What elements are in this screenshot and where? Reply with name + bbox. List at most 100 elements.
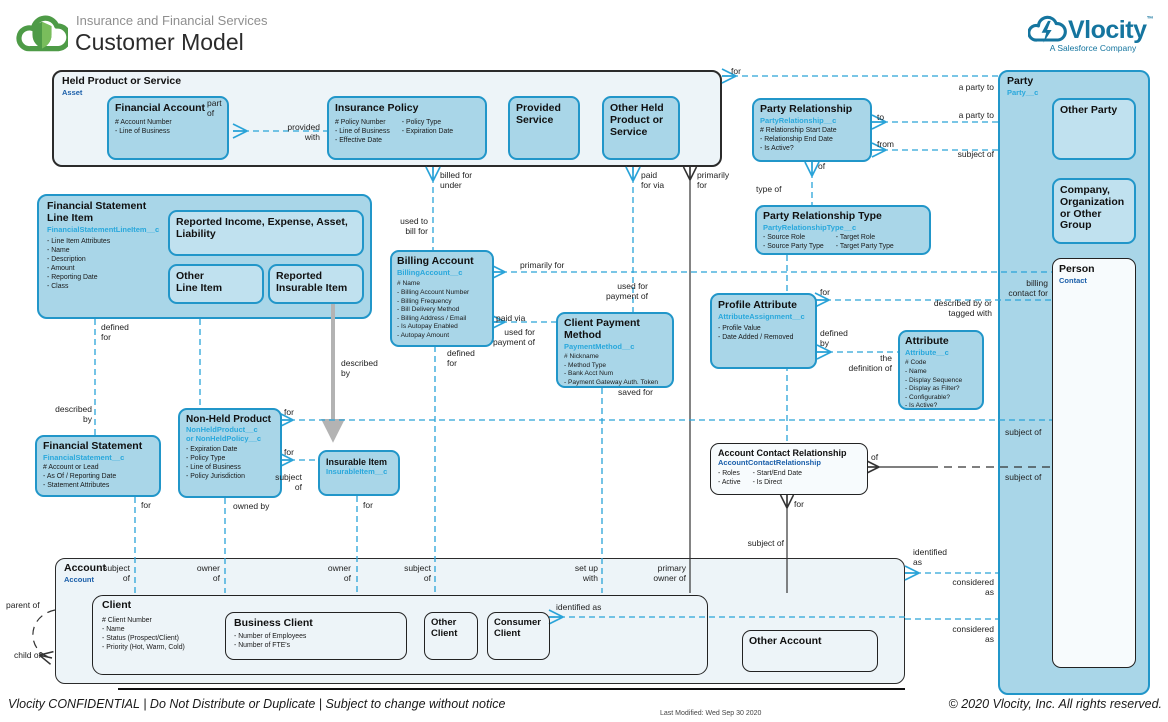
- container-subtitle: Party__c: [1007, 87, 1039, 97]
- entity-title: Other Line Item: [176, 270, 223, 294]
- entity-title: Reported Income, Expense, Asset, Liabili…: [176, 216, 348, 240]
- attribute-item: - Policy Type: [186, 455, 226, 463]
- entity-title: Provided Service: [516, 102, 561, 126]
- entity-title: Client Payment Method: [564, 317, 640, 341]
- attribute-item: - Date Added / Removed: [718, 334, 794, 342]
- attribute-item: - Autopay Amount: [397, 331, 450, 339]
- connector-label: owner of: [196, 563, 220, 584]
- brand-tagline: A Salesforce Company: [1049, 43, 1137, 53]
- connector-label: the definition of: [848, 353, 892, 374]
- connector-label: described by: [341, 358, 378, 379]
- connector-label: part of: [207, 98, 222, 119]
- connector-label: owned by: [233, 501, 270, 511]
- entity-subtitle: InsurableItem__c: [326, 467, 388, 477]
- attribute-item: # Client Number: [102, 616, 152, 624]
- attribute-item: - Is Direct: [752, 478, 783, 486]
- attribute-item: - Name: [905, 367, 927, 375]
- attribute-list: - Start/End Date- Is Direct: [753, 470, 802, 488]
- connector-label: a party to: [958, 82, 994, 92]
- attribute-item: - Bank Acct Num: [564, 370, 614, 378]
- entity-title: Reported Insurable Item: [276, 270, 348, 294]
- attribute-item: - Number of Employees: [234, 632, 307, 640]
- container-subtitle: FinancialStatementLineItem__c: [47, 224, 160, 234]
- connector-label: saved for: [618, 387, 653, 397]
- entity-subtitle: AccountContactRelationship: [718, 458, 821, 468]
- entity-title: Account Contact Relationship: [718, 448, 847, 458]
- entity-subtitle: AttributeAssignment__c: [718, 311, 805, 321]
- connector-label: a party to: [958, 110, 994, 120]
- connector-label: subject of: [747, 538, 784, 548]
- attribute-item: - Relationship End Date: [760, 136, 833, 144]
- entity-title: Insurance Policy: [335, 102, 419, 114]
- entity-company-organization-or-other-group: Company, Organization or Other Group: [1052, 178, 1136, 244]
- entity-other-line-item: Other Line Item: [168, 264, 264, 304]
- entity-subtitle: FinancialStatement__c: [43, 452, 125, 462]
- entity-attribute: Attribute Attribute__c # Code- Name- Dis…: [898, 330, 984, 410]
- entity-title: Non-Held Product: [186, 414, 271, 425]
- attribute-item: - Policy Jurisdiction: [186, 473, 245, 481]
- connector-label: primary owner of: [653, 563, 686, 584]
- attribute-list: # Account or Lead- As Of / Reporting Dat…: [43, 464, 153, 491]
- attribute-item: - Reporting Date: [47, 274, 98, 281]
- vlocity-logo: Vlocity™ A Salesforce Company: [1028, 14, 1158, 53]
- entity-title: Party Relationship Type: [763, 210, 882, 222]
- attribute-list: # Name- Billing Account Number- Billing …: [397, 280, 487, 340]
- entity-title: Financial Statement: [43, 440, 143, 452]
- entity-title: Client: [102, 599, 132, 611]
- connector-label: subject of: [957, 149, 994, 159]
- connector-label: subject of: [404, 563, 431, 584]
- connector-label: for: [794, 499, 804, 509]
- attribute-item: - Profile Value: [718, 325, 761, 333]
- entity-subtitle: PartyRelationship__c: [760, 115, 837, 125]
- connector-label: for: [731, 66, 741, 76]
- attribute-list: - Target Role- Target Party Type: [836, 234, 894, 252]
- container-title: Party: [1007, 75, 1034, 87]
- container-subtitle: Asset: [62, 87, 83, 97]
- connector-label: billing contact for: [1008, 278, 1048, 299]
- entity-account-contact-relationship: Account Contact Relationship AccountCont…: [710, 443, 868, 495]
- attribute-item: # Relationship Start Date: [760, 127, 837, 135]
- connector-label: defined for: [447, 348, 475, 369]
- entity-profile-attribute: Profile Attribute AttributeAssignment__c…: [710, 293, 817, 369]
- entity-subtitle: NonHeldProduct__c or NonHeldPolicy__c: [186, 425, 262, 443]
- attribute-item: - Source Role: [763, 234, 806, 242]
- attribute-item: - Bill Delivery Method: [397, 306, 460, 314]
- attribute-item: # Account or Lead: [43, 464, 99, 472]
- connector-label: subject of: [103, 563, 130, 584]
- attribute-item: - Is Active?: [905, 402, 938, 410]
- entity-title: Person: [1059, 263, 1095, 275]
- attribute-item: - Expiration Date: [186, 446, 238, 454]
- attribute-item: - Name: [47, 247, 70, 255]
- connector-label: from: [877, 139, 894, 149]
- entity-title: Billing Account: [397, 255, 474, 267]
- attribute-list: - Roles- Active: [718, 470, 741, 488]
- container-subtitle: Account: [64, 574, 94, 584]
- attribute-item: - Policy Type: [401, 118, 442, 126]
- attribute-item: # Code: [905, 359, 927, 367]
- attribute-list: # Client Number- Name- Status (Prospect/…: [102, 617, 698, 653]
- container-title: Account: [64, 562, 106, 574]
- attribute-item: - Target Party Type: [835, 243, 894, 251]
- attribute-item: - Line of Business: [335, 127, 390, 135]
- entity-subtitle: BillingAccount__c: [397, 267, 463, 277]
- entity-subtitle: PaymentMethod__c: [564, 341, 635, 351]
- entity-financial-account: Financial Account # Account Number- Line…: [107, 96, 229, 160]
- attribute-item: - Line of Business: [115, 127, 170, 135]
- attribute-item: - Is Autopay Enabled: [397, 323, 458, 331]
- diagram-subtitle: Insurance and Financial Services: [76, 13, 268, 28]
- entity-other-held-product-or-service: Other Held Product or Service: [602, 96, 680, 160]
- entity-consumer-client: Consumer Client: [487, 612, 550, 660]
- entity-other-account: Other Account: [742, 630, 878, 672]
- footer-divider: [118, 688, 905, 690]
- brand-name: Vlocity™: [1068, 15, 1153, 44]
- attribute-item: - Priority (Hot, Warm, Cold): [102, 643, 185, 651]
- entity-other-party: Other Party: [1052, 98, 1136, 160]
- attribute-item: - Active: [718, 478, 741, 486]
- entity-title: Insurable Item: [326, 457, 388, 467]
- connector-label: described by: [55, 404, 92, 425]
- attribute-item: - Name: [102, 625, 125, 633]
- attribute-list: - Policy Type- Expiration Date: [402, 119, 453, 146]
- attribute-list: # Relationship Start Date- Relationship …: [760, 127, 864, 154]
- attribute-list: - Line Item Attributes- Name- Descriptio…: [47, 238, 172, 292]
- connector-label: for: [141, 500, 151, 510]
